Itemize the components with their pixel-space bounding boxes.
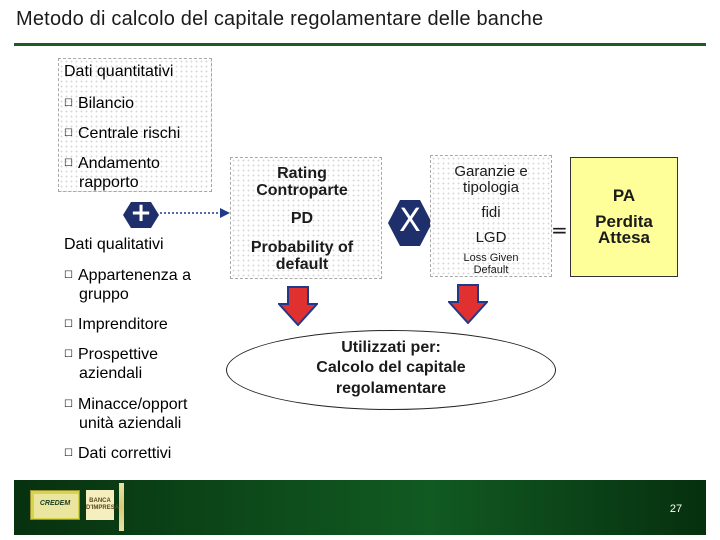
page-number: 27 — [669, 503, 683, 515]
down-arrow-icon — [448, 284, 488, 324]
credem-logo — [30, 490, 80, 520]
list-item: ☐Appartenenza a — [64, 267, 191, 284]
checkbox-bullet-icon: ☐ — [64, 270, 73, 281]
lgd-label: LGD — [475, 229, 507, 246]
rating-line2: Controparte — [256, 182, 348, 199]
list-item: ☐Centrale rischi — [64, 125, 181, 142]
bank-logo — [86, 490, 114, 520]
pa-line2: Attesa — [598, 228, 650, 247]
list-item: ☐Imprenditore — [64, 316, 168, 333]
checkbox-bullet-icon: ☐ — [64, 158, 73, 169]
checkbox-bullet-icon: ☐ — [64, 399, 73, 410]
plus-shape-bg-icon — [123, 202, 159, 228]
lgd-line1: Garanzie e — [454, 163, 528, 180]
list-item: ☐Minacce/opport — [64, 396, 188, 413]
checkbox-bullet-icon: ☐ — [64, 448, 73, 459]
dotted-arrow-icon — [160, 208, 230, 218]
list-item: ☐Bilancio — [64, 95, 135, 112]
rating-line1: Rating — [277, 165, 327, 182]
pa-title: PA — [612, 186, 636, 205]
oval-line1: Utilizzati per: — [341, 339, 441, 356]
quant-heading: Dati quantitativi — [64, 63, 174, 80]
checkbox-bullet-icon: ☐ — [64, 349, 73, 360]
footer-banner — [14, 480, 706, 535]
list-item-continuation: unità aziendali — [79, 415, 182, 432]
qual-heading: Dati qualitativi — [64, 236, 164, 253]
lgd-box — [430, 155, 552, 277]
gold-divider-bar — [119, 483, 124, 531]
title-divider — [14, 43, 706, 46]
quantitative-data-box — [58, 58, 212, 192]
lgd-small1: Loss Given — [463, 252, 519, 264]
list-item-continuation: gruppo — [79, 286, 129, 303]
expected-loss-box — [570, 157, 678, 277]
pa-line1: Perdita — [595, 212, 653, 231]
multiply-shape-bg-icon — [388, 200, 432, 246]
down-arrow-icon — [278, 286, 318, 326]
list-item-continuation: rapporto — [79, 174, 139, 191]
checkbox-bullet-icon: ☐ — [64, 128, 73, 139]
list-item-continuation: aziendali — [79, 365, 143, 382]
oval-line2: Calcolo del capitale — [316, 359, 466, 376]
plus-symbol: + — [130, 198, 152, 228]
multiply-shape: X — [388, 200, 432, 246]
rating-line4: default — [275, 256, 329, 273]
multiply-symbol: X — [399, 201, 421, 239]
oval-line3: regolamentare — [335, 380, 447, 397]
lgd-small2: Default — [473, 264, 509, 276]
slide-title: Metodo di calcolo del capitale regolamen… — [16, 8, 544, 30]
fidi-label: fidi — [481, 204, 501, 221]
pd-label: PD — [290, 210, 314, 227]
checkbox-bullet-icon: ☐ — [64, 98, 73, 109]
equals-symbol: = — [551, 218, 568, 242]
rating-box — [230, 157, 382, 279]
list-item: ☐Dati correttivi — [64, 445, 172, 462]
list-item: ☐Andamento — [64, 155, 160, 172]
plus-shape: + — [123, 198, 159, 228]
lgd-line2: tipologia — [463, 179, 519, 196]
checkbox-bullet-icon: ☐ — [64, 319, 73, 330]
credem-logo-text: CREDEM — [39, 500, 71, 507]
usage-oval — [226, 330, 556, 410]
list-item: ☐Prospettive — [64, 346, 159, 363]
rating-line3: Probability of — [250, 239, 354, 256]
